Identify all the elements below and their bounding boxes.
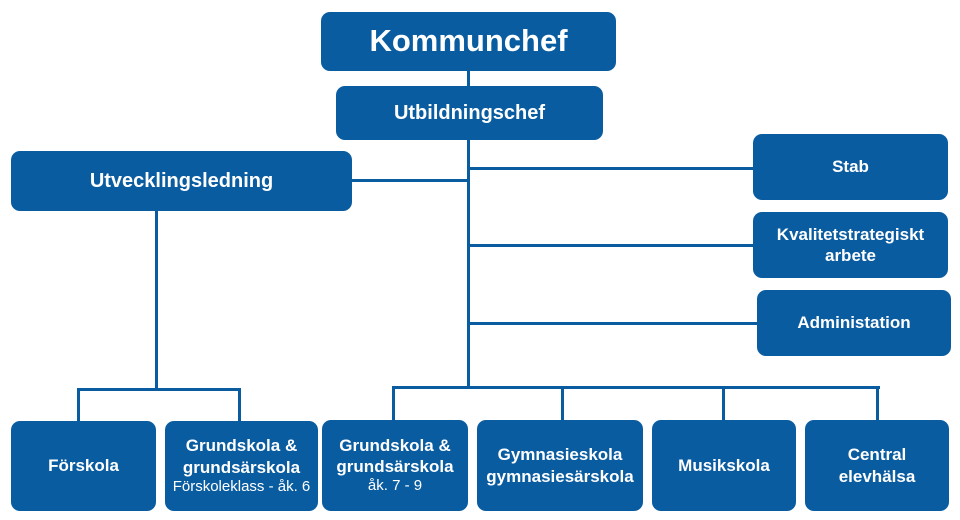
musikskola-box: Musikskola — [652, 420, 796, 511]
grundskola-f6-label-line3: Förskoleklass - åk. 6 — [172, 477, 311, 495]
connector-left-branch-bar — [77, 388, 241, 391]
gymnasieskola-label-line1: Gymnasieskola — [497, 445, 623, 465]
stab-label: Stab — [832, 157, 869, 177]
connector-kommunchef-utbildningschef — [467, 70, 470, 86]
central-elevhalsa-label-line2: elevhälsa — [838, 466, 916, 486]
forskola-label: Förskola — [48, 456, 119, 476]
grundskola-79-label-line3: åk. 7 - 9 — [367, 477, 423, 495]
kvalitet-box: Kvalitetstrategiskt arbete — [753, 212, 948, 278]
gymnasieskola-label-line2: gymnasiesärskola — [486, 466, 634, 486]
kvalitet-label-line2: arbete — [824, 246, 877, 265]
grundskola-79-label-line1: Grundskola & — [339, 435, 451, 455]
connector-main-trunk — [467, 140, 470, 389]
connector-gymnasieskola-drop — [561, 386, 564, 420]
connector-grundskola-f6-drop — [238, 388, 241, 421]
utvecklingsledning-label: Utvecklingsledning — [89, 169, 274, 192]
utvecklingsledning-box: Utvecklingsledning — [11, 151, 352, 211]
central-elevhalsa-label-line1: Central — [847, 445, 907, 465]
connector-musikskola-drop — [722, 386, 725, 420]
connector-to-stab — [467, 167, 753, 170]
kommunchef-box: Kommunchef — [321, 12, 616, 71]
grundskola-f6-box: Grundskola & grundsärskola Förskoleklass… — [165, 421, 318, 511]
stab-box: Stab — [753, 134, 948, 200]
grundskola-f6-label-line1: Grundskola & — [185, 436, 298, 456]
connector-elevhalsa-drop — [876, 386, 879, 420]
forskola-box: Förskola — [11, 421, 156, 511]
administation-label: Administation — [797, 313, 911, 333]
grundskola-79-label-line2: grundsärskola — [336, 457, 454, 477]
central-elevhalsa-box: Central elevhälsa — [805, 420, 949, 511]
kommunchef-label: Kommunchef — [369, 23, 568, 59]
connector-to-administation — [467, 322, 757, 325]
utbildningschef-label: Utbildningschef — [393, 101, 546, 124]
connector-to-utvecklingsledning — [352, 179, 470, 182]
utbildningschef-box: Utbildningschef — [336, 86, 603, 140]
connector-to-kvalitet — [467, 244, 753, 247]
kvalitet-label-line1: Kvalitetstrategiskt — [776, 224, 925, 244]
grundskola-f6-label-line2: grundsärskola — [182, 457, 301, 477]
connector-utvecklingsledning-down — [155, 211, 158, 390]
connector-forskola-drop — [77, 388, 80, 421]
connector-grundskola-79-drop — [392, 386, 395, 420]
administation-box: Administation — [757, 290, 951, 356]
connector-right-branch-bar — [392, 386, 880, 389]
grundskola-79-box: Grundskola & grundsärskola åk. 7 - 9 — [322, 420, 468, 511]
musikskola-label: Musikskola — [678, 455, 770, 475]
gymnasieskola-box: Gymnasieskola gymnasiesärskola — [477, 420, 643, 511]
